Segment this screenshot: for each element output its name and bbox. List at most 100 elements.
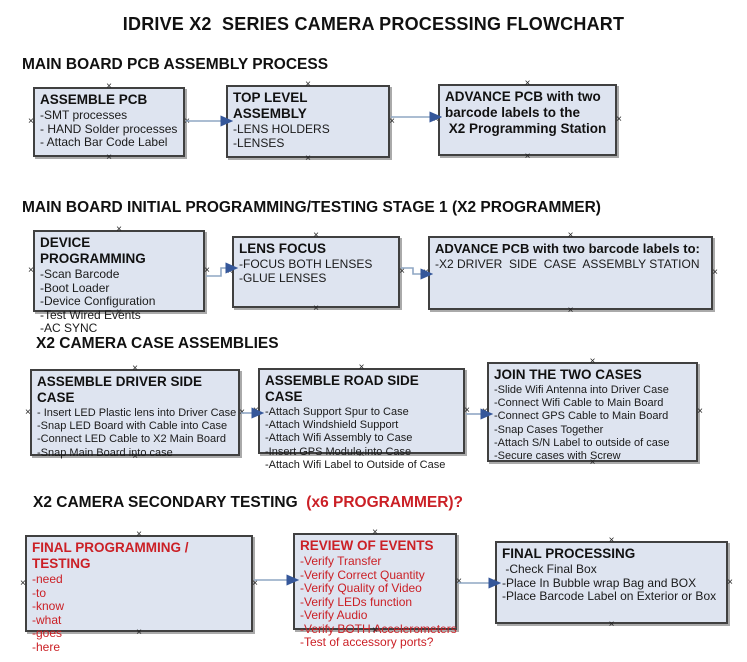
box-items: -need-to-know-what-goes-here xyxy=(32,572,246,654)
box-items: -FOCUS BOTH LENSES-GLUE LENSES xyxy=(239,257,393,285)
box-item: -AC SYNC xyxy=(40,321,98,335)
box-items: -LENS HOLDERS-LENSES xyxy=(233,122,383,150)
box-title: JOIN THE TWO CASES xyxy=(494,367,642,382)
box-item: -Snap Main Board into case xyxy=(37,446,173,459)
connection-handle-icon: × xyxy=(204,265,210,276)
box-item: -Attach Windshield Support xyxy=(265,419,399,432)
box-item: -Connect GPS Cable to Main Board xyxy=(494,410,669,423)
connection-handle-icon: × xyxy=(727,576,733,588)
flow-box-advance-pcb-driver-station[interactable]: ADVANCE PCB with two barcode labels to: … xyxy=(423,231,718,316)
section-heading-case-assemblies: X2 CAMERA CASE ASSEMBLIES xyxy=(36,335,279,352)
connection-handle-icon: × xyxy=(389,115,395,127)
box-title: ADVANCE PCB with two barcode labels to t… xyxy=(445,89,607,136)
box-item: -Device Configuration xyxy=(40,294,156,308)
connection-handle-icon: × xyxy=(567,230,574,241)
flow-box-assemble-road-side-case[interactable]: ASSEMBLE ROAD SIDE CASE -Attach Support … xyxy=(253,363,470,471)
box-item: - HAND Solder processes xyxy=(40,121,178,136)
section-heading-initial-programming: MAIN BOARD INITIAL PROGRAMMING/TESTING S… xyxy=(22,199,601,216)
heading-black-part: X2 CAMERA SECONDARY TESTING xyxy=(33,494,307,511)
flow-box-lens-focus[interactable]: LENS FOCUS -FOCUS BOTH LENSES-GLUE LENSE… xyxy=(227,231,405,314)
connection-handle-icon: × xyxy=(313,303,319,314)
connection-handle-icon: × xyxy=(567,305,574,316)
box-items: -Check Final Box-Place In Bubble wrap Ba… xyxy=(502,562,721,604)
box-title: ASSEMBLE PCB xyxy=(40,92,148,107)
connection-handle-icon: × xyxy=(464,405,470,416)
box-items: -Slide Wifi Antenna into Driver Case-Con… xyxy=(494,384,691,463)
flow-box-join-the-two-cases[interactable]: JOIN THE TWO CASES -Slide Wifi Antenna i… xyxy=(482,357,703,468)
connection-handle-icon: × xyxy=(227,266,233,277)
box-item: -Attach S/N Label to outside of case xyxy=(494,436,670,449)
box-items: -X2 DRIVER SIDE CASE ASSEMBLY STATION xyxy=(435,257,706,272)
box-item: -Boot Loader xyxy=(40,280,110,295)
connection-handle-icon: × xyxy=(20,577,26,589)
box-title: DEVICE PROGRAMMING xyxy=(40,235,146,266)
box-item: -Verify BOTH Accelerometers xyxy=(300,621,457,636)
connection-handle-icon: × xyxy=(372,527,378,538)
connection-handle-icon: × xyxy=(28,116,34,127)
box-items: -Scan Barcode-Boot Loader-Device Configu… xyxy=(40,267,198,336)
box-title: FINAL PROCESSING xyxy=(502,546,636,561)
box-item: -know xyxy=(32,599,65,613)
box-item: -Verify Audio xyxy=(300,608,368,622)
connection-handle-icon: × xyxy=(106,152,112,163)
box-item: -Snap Cases Together xyxy=(494,423,604,436)
connection-handle-icon: × xyxy=(239,406,245,418)
box-title: REVIEW OF EVENTS xyxy=(300,538,434,553)
flow-box-device-programming[interactable]: DEVICE PROGRAMMING -Scan Barcode-Boot Lo… xyxy=(28,225,210,335)
connection-handle-icon: × xyxy=(608,619,615,630)
connection-handle-icon: × xyxy=(399,266,405,277)
flow-box-advance-pcb-programming-station[interactable]: ADVANCE PCB with two barcode labels to t… xyxy=(433,79,622,162)
box-item: -Attach Wifi Label to Outside of Case xyxy=(265,458,446,471)
box-item: -Insert GPS Module into Case xyxy=(265,445,412,458)
box-item: - Insert LED Plastic lens into Driver Ca… xyxy=(37,407,237,419)
box-item: -to xyxy=(32,585,47,600)
box-item: -Scan Barcode xyxy=(40,267,120,281)
box-item: -Verify LEDs function xyxy=(300,594,413,609)
connection-handle-icon: × xyxy=(358,362,365,373)
box-item: -LENS HOLDERS xyxy=(233,122,330,136)
box-title: ASSEMBLE ROAD SIDE CASE xyxy=(265,373,423,404)
box-item: -LENSES xyxy=(233,135,285,150)
connection-handle-icon: × xyxy=(221,115,227,127)
connection-handle-icon: × xyxy=(116,224,122,235)
flow-box-final-programming-testing[interactable]: FINAL PROGRAMMING / TESTING -need-to-kno… xyxy=(20,530,258,654)
box-title: ASSEMBLE DRIVER SIDE CASE xyxy=(37,374,206,405)
box-items: -Verify Transfer-Verify Correct Quantity… xyxy=(300,554,457,650)
connection-handle-icon: × xyxy=(482,406,488,417)
box-item: -Connect LED Cable to X2 Main Board xyxy=(37,433,226,446)
connection-handle-icon: × xyxy=(697,406,703,417)
box-item: -FOCUS BOTH LENSES xyxy=(239,257,373,271)
box-item: -need xyxy=(32,572,63,586)
box-item: -Connect Wifi Cable to Main Board xyxy=(494,397,664,410)
connection-handle-icon: × xyxy=(524,78,531,89)
box-item: -what xyxy=(32,612,62,627)
box-item: -Attach Wifi Assembly to Case xyxy=(265,432,413,445)
box-item: -Verify Quality of Video xyxy=(300,581,422,595)
connection-handle-icon: × xyxy=(253,405,259,416)
flow-box-assemble-pcb[interactable]: ASSEMBLE PCB -SMT processes- HAND Solder… xyxy=(28,82,190,163)
connection-handle-icon: × xyxy=(25,406,31,418)
box-title: FINAL PROGRAMMING / TESTING xyxy=(32,540,193,571)
box-item: -Verify Correct Quantity xyxy=(300,567,425,582)
connector-arrow xyxy=(401,267,434,280)
box-item: -SMT processes xyxy=(40,108,128,122)
connection-handle-icon: × xyxy=(252,577,258,589)
flow-box-review-of-events[interactable]: REVIEW OF EVENTS -Verify Transfer-Verify… xyxy=(288,528,462,649)
section-heading-secondary-testing: X2 CAMERA SECONDARY TESTING (x6 PROGRAMM… xyxy=(33,494,463,512)
box-title: ADVANCE PCB with two barcode labels to: xyxy=(435,241,700,256)
box-item: -Slide Wifi Antenna into Driver Case xyxy=(494,384,669,396)
box-title: TOP LEVEL ASSEMBLY xyxy=(233,90,311,121)
connection-handle-icon: × xyxy=(433,114,439,125)
box-item: -X2 DRIVER SIDE CASE ASSEMBLY STATION xyxy=(435,257,700,271)
connection-handle-icon: × xyxy=(305,153,311,164)
connection-handle-icon: × xyxy=(589,356,596,367)
heading-red-part: (x6 PROGRAMMER)? xyxy=(306,494,464,511)
box-item: -Test Wired Events xyxy=(40,307,141,322)
page-title: IDRIVE X2 SERIES CAMERA PROCESSING FLOWC… xyxy=(122,14,625,34)
flow-box-final-processing[interactable]: FINAL PROCESSING -Check Final Box-Place … xyxy=(490,536,733,630)
connection-handle-icon: × xyxy=(305,79,311,90)
flow-box-assemble-driver-side-case[interactable]: ASSEMBLE DRIVER SIDE CASE - Insert LED P… xyxy=(25,364,245,462)
box-item: -here xyxy=(32,639,61,654)
flow-box-top-level-assembly[interactable]: TOP LEVEL ASSEMBLY -LENS HOLDERS-LENSES … xyxy=(221,80,395,164)
